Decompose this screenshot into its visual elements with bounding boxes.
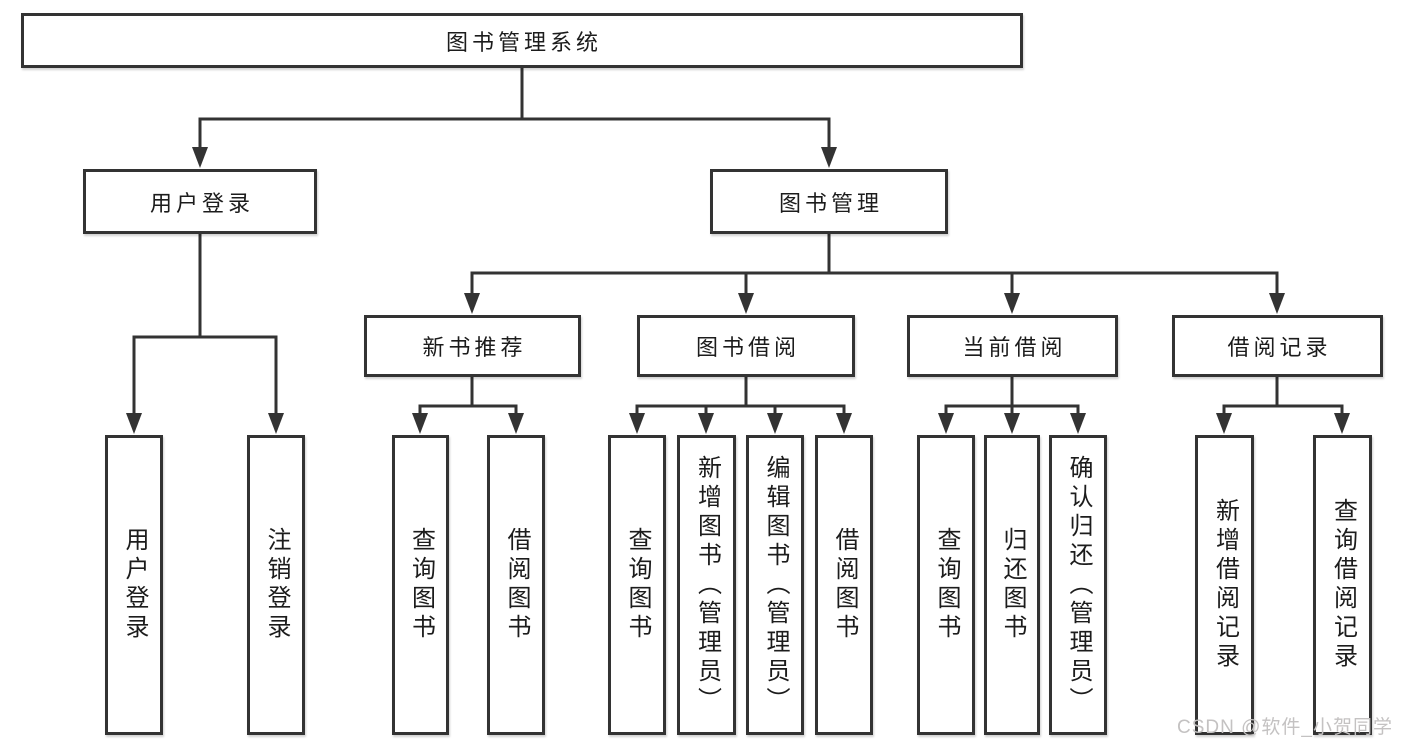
connector-borrow-group: [629, 377, 852, 434]
leaf-add-book-admin-label: 新增图书（管理员）: [693, 454, 721, 716]
node-current-borrow-label: 当前借阅: [962, 335, 1067, 360]
connector-book-mgmt-to-level3: [464, 233, 1285, 314]
node-book-management-label: 图书管理: [778, 190, 883, 216]
leaf-add-borrow-record: 新增借阅记录: [1195, 435, 1254, 735]
leaf-confirm-return-admin: 确认归还（管理员）: [1049, 435, 1107, 735]
node-book-borrow: 图书借阅: [637, 315, 855, 377]
connector-current-group: [938, 377, 1086, 434]
leaf-query-books-recommend-label: 查询图书: [407, 527, 435, 643]
leaf-borrow-books-recommend-label: 借阅图书: [503, 527, 530, 643]
leaf-edit-book-admin: 编辑图书（管理员）: [746, 435, 804, 735]
connector-root-to-level2: [192, 68, 837, 168]
leaf-borrow-books-label: 借阅图书: [831, 527, 858, 643]
leaf-add-borrow-record-label: 新增借阅记录: [1211, 498, 1239, 672]
leaf-return-book-label: 归还图书: [999, 527, 1026, 643]
connector-records-group: [1216, 377, 1350, 434]
node-borrow-records: 借阅记录: [1172, 315, 1383, 377]
node-user-login: 用户登录: [83, 169, 317, 234]
leaf-edit-book-admin-label: 编辑图书（管理员）: [762, 454, 789, 716]
leaf-query-books-current: 查询图书: [917, 435, 975, 735]
connector-recommend-group: [412, 377, 524, 434]
leaf-query-borrow-record: 查询借阅记录: [1313, 435, 1372, 735]
leaf-logout: 注销登录: [247, 435, 305, 735]
node-root-label: 图书管理系统: [445, 29, 602, 55]
leaf-borrow-books: 借阅图书: [815, 435, 873, 735]
leaf-query-books-borrow-label: 查询图书: [624, 527, 651, 643]
node-root: 图书管理系统: [21, 13, 1023, 68]
leaf-return-book: 归还图书: [984, 435, 1040, 735]
connector-user-login-group: [126, 234, 284, 434]
leaf-confirm-return-admin-label: 确认归还（管理员）: [1065, 454, 1092, 716]
leaf-user-login-label: 用户登录: [121, 527, 148, 643]
node-new-book-recommend-label: 新书推荐: [422, 335, 527, 360]
leaf-logout-label: 注销登录: [263, 527, 290, 643]
node-book-borrow-label: 图书借阅: [695, 335, 800, 360]
node-book-management: 图书管理: [710, 169, 948, 234]
watermark-text: CSDN @软件_小贺同学: [1177, 717, 1393, 738]
node-borrow-records-label: 借阅记录: [1227, 335, 1332, 360]
leaf-query-borrow-record-label: 查询借阅记录: [1329, 498, 1357, 672]
leaf-user-login: 用户登录: [105, 435, 163, 735]
leaf-add-book-admin: 新增图书（管理员）: [677, 435, 736, 735]
node-current-borrow: 当前借阅: [907, 315, 1118, 377]
leaf-query-books-current-label: 查询图书: [933, 527, 960, 643]
node-new-book-recommend: 新书推荐: [364, 315, 581, 377]
node-user-login-label: 用户登录: [149, 190, 254, 216]
leaf-query-books-borrow: 查询图书: [608, 435, 666, 735]
leaf-query-books-recommend: 查询图书: [392, 435, 449, 735]
leaf-borrow-books-recommend: 借阅图书: [487, 435, 545, 735]
